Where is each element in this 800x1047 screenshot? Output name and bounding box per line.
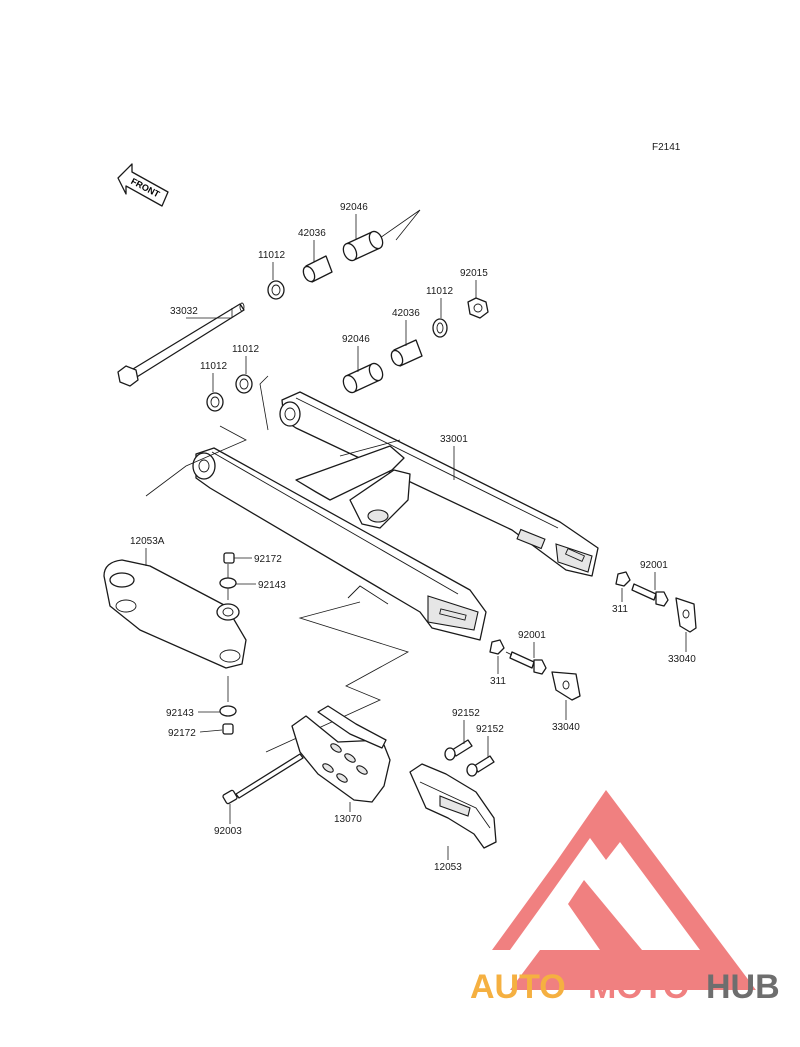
label-92003: 92003 [214,826,242,837]
part-labels: 33032 11012 42036 92046 11012 92015 4203… [130,202,696,873]
label-92046-lower: 92046 [342,334,370,345]
bolt-92001-left [509,651,547,675]
label-33001: 33001 [440,434,468,445]
label-11012-left-b: 11012 [200,361,228,372]
label-311-right: 311 [612,604,628,615]
label-311-left: 311 [490,676,506,687]
bolt-92001-right [631,583,669,607]
label-33032: 33032 [170,306,198,317]
label-92001-right: 92001 [640,560,668,571]
swingarm-33001 [192,391,599,641]
label-92172-upper: 92172 [254,554,282,565]
label-42036-lower: 42036 [392,308,420,319]
chain-slider-12053A [103,559,247,669]
bolt-92172-upper [223,552,235,564]
label-92015: 92015 [460,268,488,279]
washer-92143-lower [219,705,237,717]
seal-11012-mid [432,318,448,338]
pivot-shaft-33032 [117,302,245,387]
bolt-92172-lower [222,723,234,735]
logo-triangle-mark [492,790,756,990]
label-13070: 13070 [334,814,362,825]
label-12053A: 12053A [130,536,165,547]
label-92143-upper: 92143 [258,580,286,591]
logo-word-auto: AUTO [470,968,566,1006]
label-11012-left-a: 11012 [232,344,260,355]
label-12053: 12053 [434,862,462,873]
nut-92015 [467,297,489,319]
seal-11012-left-a [235,374,253,394]
needle-bearing-92046-lower [342,362,384,394]
logo-word-hub: HUB [706,968,780,1006]
label-11012-mid: 11012 [426,286,454,297]
label-33040-left: 33040 [552,722,580,733]
label-92046-upper: 92046 [340,202,368,213]
label-11012-upper: 11012 [258,250,286,261]
chain-guide-12053 [409,763,497,849]
label-42036-upper: 42036 [298,228,326,239]
label-92001-left: 92001 [518,630,546,641]
collar-42036-upper [302,255,333,283]
leader-lines [145,214,687,860]
nut-311-left [489,639,505,655]
label-33040-right: 33040 [668,654,696,665]
chain-adjuster-33040-right [675,597,697,633]
label-92152-b: 92152 [476,724,504,735]
collar-42036-lower [390,339,423,367]
label-92152-a: 92152 [452,708,480,719]
label-92172-lower: 92172 [168,728,196,739]
bolt-92003 [222,753,304,805]
washer-92143-upper [219,577,237,589]
diagram-code: F2141 [652,142,681,153]
bolt-92152-a [444,739,473,761]
label-92143-lower: 92143 [166,708,194,719]
needle-bearing-92046-upper [342,230,384,262]
chain-adjuster-33040-left [551,671,581,701]
seal-11012-left-b [206,392,224,412]
automotohub-logo: AUTO MOTO HUB [470,790,780,1006]
chain-guide-13070 [291,705,391,803]
seal-11012-upper [267,280,285,300]
front-arrow-icon: FRONT [117,163,169,207]
nut-311-right [615,571,631,587]
logo-word-moto: MOTO [588,968,689,1006]
bolt-92152-b [466,755,495,777]
